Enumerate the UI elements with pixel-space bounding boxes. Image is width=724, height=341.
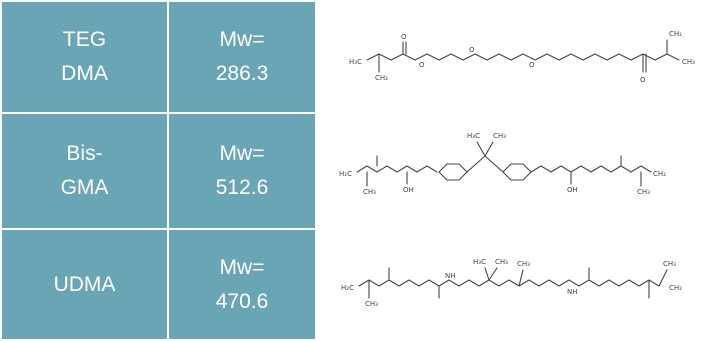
mw-value: 512.6 [215,176,269,199]
monomer-name-line: GMA [60,176,109,199]
svg-text:OH: OH [567,186,578,194]
svg-text:O: O [529,61,535,69]
svg-text:CH₂: CH₂ [669,30,682,38]
svg-text:H₂C: H₂C [339,170,352,178]
svg-text:O: O [469,46,475,54]
svg-text:NH: NH [445,272,456,280]
svg-text:H₃C: H₃C [473,258,486,266]
svg-text:O: O [401,33,407,41]
svg-text:H₃C: H₃C [467,132,480,140]
molecular-weight-cell: Mw= 286.3 [167,0,317,114]
svg-text:H₂C: H₂C [341,284,354,292]
table-row: TEG DMA Mw= 286.3 H₃C CH₂ O O O O O CH₂ CH… [0,0,724,114]
svg-text:O: O [419,61,425,69]
bis-gma-structure-icon: H₂C H₃C CH₃ CH₃ OH OH CH₃ CH₂ [339,132,666,196]
svg-text:NH: NH [567,288,578,296]
monomer-name-cell: Bis- GMA [0,112,169,230]
svg-text:H₃C: H₃C [349,58,362,66]
monomer-name-line: TEG [62,28,107,51]
svg-text:O: O [640,76,646,84]
teg-dma-structure-icon: H₃C CH₂ O O O O O CH₂ CH₃ [349,30,695,84]
structure-cell: H₃C CH₂ O O O O O CH₂ CH₃ [315,0,724,114]
svg-text:CH₂: CH₂ [375,74,388,82]
svg-text:CH₂: CH₂ [653,170,666,178]
svg-text:OH: OH [403,186,414,194]
svg-text:CH₃: CH₃ [365,300,378,308]
svg-text:CH₃: CH₃ [517,260,530,268]
mw-label: Mw= [219,142,265,165]
mw-value: 286.3 [215,62,269,85]
structure-cell: H₂C H₃C CH₃ CH₃ OH OH CH₃ CH₂ [315,112,724,230]
svg-text:CH₃: CH₃ [493,132,506,140]
svg-text:CH₃: CH₃ [495,258,508,266]
mw-label: Mw= [219,28,265,51]
table-row: Bis- GMA Mw= 512.6 H₂C H₃C CH₃ CH₃ OH OH [0,112,724,230]
structure-cell: H₂C CH₃ NH H₃C CH₃ CH₃ NH CH₃ CH₂ [315,228,724,341]
table-row: UDMA Mw= 470.6 H₂C CH₃ NH H₃C CH₃ CH₃ NH … [0,228,724,341]
udma-structure-icon: H₂C CH₃ NH H₃C CH₃ CH₃ NH CH₃ CH₂ [341,258,682,308]
monomer-name-line: UDMA [53,272,116,296]
svg-text:CH₃: CH₃ [637,188,650,196]
svg-text:CH₃: CH₃ [363,188,376,196]
mw-label: Mw= [219,255,265,279]
mw-value: 470.6 [215,289,269,313]
monomer-name-cell: TEG DMA [0,0,169,114]
monomer-name-line: Bis- [66,142,103,165]
molecular-weight-cell: Mw= 470.6 [167,228,317,341]
monomer-name-cell: UDMA [0,228,169,341]
svg-text:CH₃: CH₃ [663,260,676,268]
svg-text:CH₂: CH₂ [669,284,682,292]
svg-text:CH₃: CH₃ [682,58,695,66]
monomer-name-line: DMA [61,62,108,85]
molecular-weight-cell: Mw= 512.6 [167,112,317,230]
